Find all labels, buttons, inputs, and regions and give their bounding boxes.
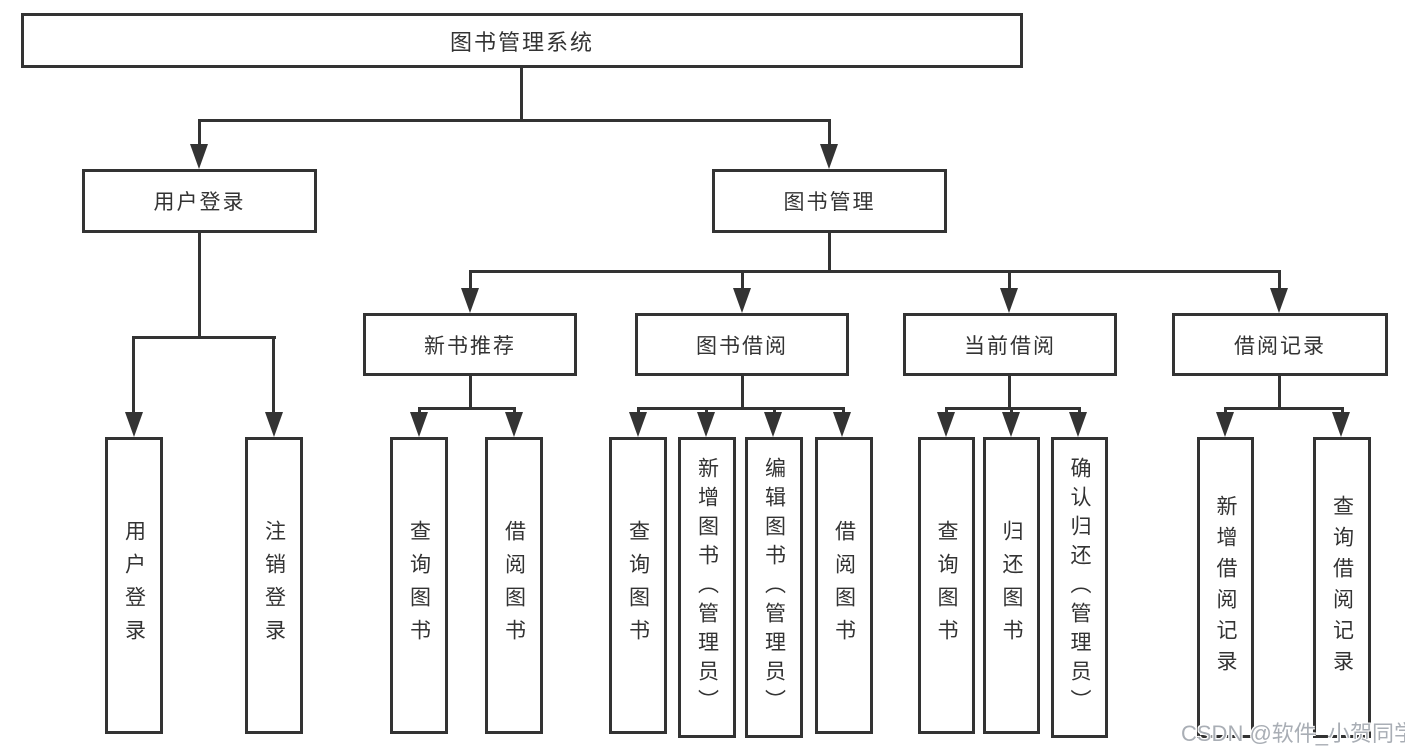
connector-br-leaf-drop-1 [1224,407,1227,415]
node-current-borrow: 当前借阅 [903,313,1117,376]
connector-book-borrow-stem [741,376,744,409]
node-book-mgmt: 图书管理 [712,169,947,233]
node-user-login: 用户登录 [82,169,317,233]
connector-level3-drop-2 [741,270,744,290]
connector-book-mgmt-drop [828,119,831,147]
arrowhead-bb-leaf-1 [629,412,647,437]
node-root: 图书管理系统 [21,13,1023,68]
leaf-cb-confirm-return-admin: 确认归还（管理员） [1051,437,1108,738]
leaf-bb-edit-books-admin-label: 编辑图书（管理员） [762,457,786,718]
connector-user-login-stem [198,233,201,339]
leaf-cb-confirm-return-admin-label: 确认归还（管理员） [1068,457,1091,718]
node-new-book-rec: 新书推荐 [363,313,577,376]
connector-level3-split [469,270,1281,273]
connector-book-mgmt-stem [828,233,831,273]
leaf-user-login-label: 用户登录 [122,519,146,652]
connector-level3-drop-3 [1008,270,1011,290]
leaf-bb-edit-books-admin: 编辑图书（管理员） [745,437,803,738]
node-book-borrow-label: 图书借阅 [696,334,788,358]
leaf-bb-add-books-admin: 新增图书（管理员） [678,437,736,738]
connector-login-leaf-drop-2 [272,336,275,414]
leaf-bb-borrow-books: 借阅图书 [815,437,873,734]
leaf-bb-add-books-admin-label: 新增图书（管理员） [695,457,719,718]
connector-user-login-split [133,336,276,339]
leaf-bb-query-books-label: 查询图书 [626,519,650,652]
connector-br-leaf-drop-2 [1341,407,1344,415]
connector-bb-leaf-drop-2 [705,407,708,415]
arrowhead-nbr-leaf-1 [410,412,428,437]
arrowhead-cb-leaf-2 [1002,412,1020,437]
node-borrow-records-label: 借阅记录 [1234,334,1326,358]
leaf-cb-query-books: 查询图书 [918,437,975,734]
csdn-watermark: CSDN @软件_小贺同学 [1181,721,1405,746]
arrowhead-book-mgmt [820,144,838,169]
connector-book-borrow-split [637,407,844,410]
connector-new-book-rec-stem [469,376,472,409]
arrowhead-bb-leaf-3 [764,412,782,437]
arrowhead-br-leaf-1 [1216,412,1234,437]
connector-borrow-records-stem [1278,376,1281,409]
leaf-nbr-query-books: 查询图书 [390,437,448,734]
connector-cb-leaf-drop-3 [1078,407,1081,415]
leaf-logout: 注销登录 [245,437,303,734]
leaf-nbr-borrow-books: 借阅图书 [485,437,543,734]
node-root-label: 图书管理系统 [449,29,594,55]
connector-cb-leaf-drop-2 [1010,407,1013,415]
arrowhead-login-leaf-1 [125,412,143,437]
connector-bb-leaf-drop-3 [773,407,776,415]
leaf-cb-return-books: 归还图书 [983,437,1040,734]
node-book-borrow: 图书借阅 [635,313,849,376]
arrowhead-user-login [190,144,208,169]
arrowhead-new-book-rec [461,288,479,313]
connector-borrow-records-split [1224,407,1343,410]
arrowhead-borrow-records [1270,288,1288,313]
node-new-book-rec-label: 新书推荐 [424,334,516,358]
arrowhead-bb-leaf-2 [697,412,715,437]
leaf-user-login: 用户登录 [105,437,163,734]
connector-level3-drop-1 [469,270,472,290]
connector-bb-leaf-drop-4 [842,407,845,415]
arrowhead-login-leaf-2 [265,412,283,437]
connector-user-login-drop [198,119,201,147]
connector-login-leaf-drop-1 [132,336,135,414]
connector-cb-leaf-drop-1 [945,407,948,415]
arrowhead-nbr-leaf-2 [505,412,523,437]
arrowhead-br-leaf-2 [1332,412,1350,437]
leaf-br-add-record-label: 新增借阅记录 [1214,494,1237,681]
leaf-nbr-borrow-books-label: 借阅图书 [502,519,526,652]
connector-level3-drop-4 [1278,270,1281,290]
leaf-nbr-query-books-label: 查询图书 [407,519,431,652]
node-borrow-records: 借阅记录 [1172,313,1388,376]
leaf-bb-query-books: 查询图书 [609,437,667,734]
arrowhead-book-borrow [733,288,751,313]
arrowhead-cb-leaf-1 [937,412,955,437]
arrowhead-current-borrow [1000,288,1018,313]
leaf-br-add-record: 新增借阅记录 [1197,437,1254,738]
connector-root-stem [520,68,523,122]
leaf-cb-query-books-label: 查询图书 [935,519,958,652]
connector-new-book-rec-split [418,407,516,410]
connector-level2-split [198,119,831,122]
node-book-mgmt-label: 图书管理 [783,191,876,214]
connector-nbr-leaf-drop-2 [513,407,516,415]
arrowhead-bb-leaf-4 [833,412,851,437]
leaf-logout-label: 注销登录 [262,519,286,652]
leaf-cb-return-books-label: 归还图书 [1000,519,1023,652]
node-current-borrow-label: 当前借阅 [964,334,1056,358]
connector-current-borrow-stem [1008,376,1011,409]
leaf-bb-borrow-books-label: 借阅图书 [832,519,856,652]
leaf-br-query-record: 查询借阅记录 [1313,437,1371,738]
arrowhead-cb-leaf-3 [1069,412,1087,437]
node-user-login-label: 用户登录 [153,191,246,214]
connector-bb-leaf-drop-1 [637,407,640,415]
connector-nbr-leaf-drop-1 [418,407,421,415]
leaf-br-query-record-label: 查询借阅记录 [1330,494,1354,681]
